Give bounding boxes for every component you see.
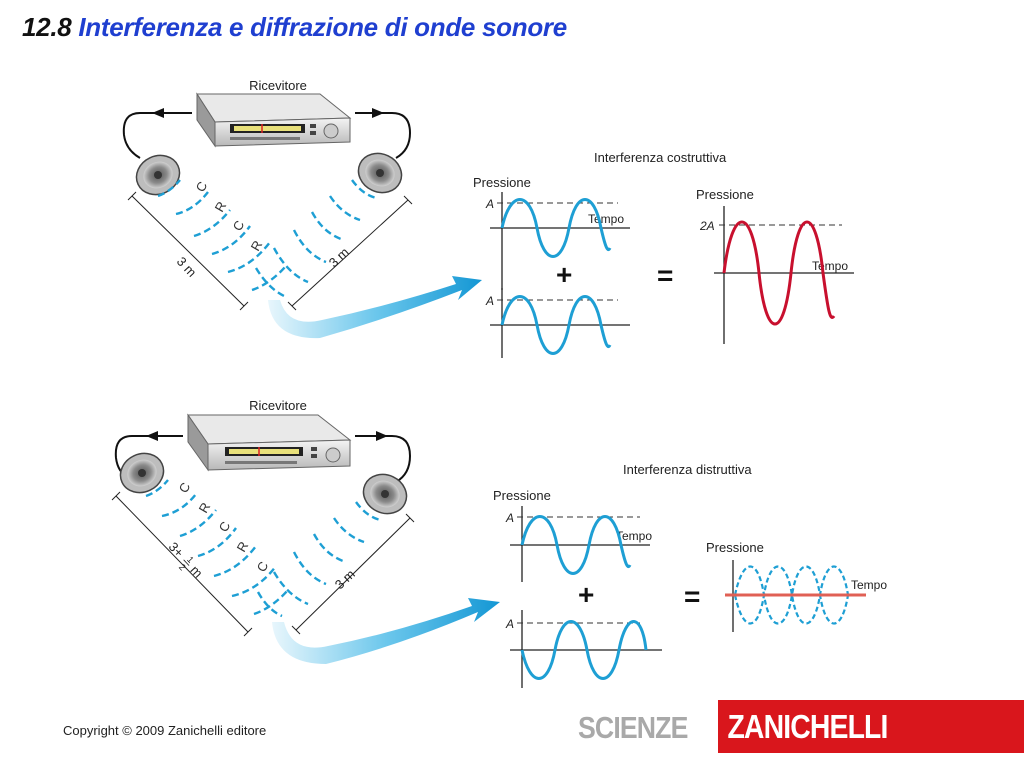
amp-label-1-top: A (485, 197, 494, 211)
arrow-right-bottom-icon (376, 431, 388, 441)
wave-graph-1-bottom: Pressione A Tempo (493, 488, 652, 582)
letter-c-1-bottom: C (176, 480, 194, 496)
letter-r-1-bottom: R (196, 500, 214, 516)
receiver-label-bottom: Ricevitore (249, 398, 307, 413)
distance-right-top: 3 m (326, 244, 352, 270)
speaker-left-bottom-icon (119, 452, 165, 494)
constructive-scenario: Ricevitore (122, 78, 854, 358)
amp-label-2-bottom: A (505, 617, 514, 631)
arrow-left-top-icon (152, 108, 164, 118)
distance-left-bottom-int: 3+ (166, 539, 187, 560)
pressure-label-result-bottom: Pressione (706, 540, 764, 555)
cable-right-top (355, 112, 412, 159)
result-graph-top: Pressione 2A Tempo (696, 187, 854, 344)
pressure-label-1-top: Pressione (473, 175, 531, 190)
amp-label-1-bottom: A (505, 511, 514, 525)
brand-zanichelli-text: ZANICHELLI (727, 708, 888, 745)
dimension-right-top (287, 195, 413, 311)
distance-left-bottom-den: 2 (177, 562, 188, 572)
amp-label-2-top: A (485, 294, 494, 308)
equals-sign-bottom: = (684, 581, 700, 612)
letter-r-2-bottom: R (234, 539, 252, 555)
distance-left-bottom: 3+ 1 2 m (166, 539, 206, 581)
arrow-left-bottom-icon (146, 431, 158, 441)
copyright-text: Copyright © 2009 Zanichelli editore (63, 723, 267, 738)
wavefronts-right-bottom (256, 501, 381, 618)
speaker-right-top-icon (357, 152, 403, 194)
section-number: 12.8 (22, 12, 72, 42)
time-label-1-top: Tempo (588, 212, 624, 226)
result-graph-bottom: Pressione Tempo (706, 540, 887, 632)
cable-right-bottom (355, 435, 412, 483)
wavefronts-left-top (157, 179, 287, 292)
letter-r-2-top: R (248, 238, 266, 254)
time-label-1-bottom: Tempo (616, 529, 652, 543)
distance-right-bottom: 3 m (332, 566, 358, 592)
amp-label-result-top: 2A (699, 219, 715, 233)
receiver-bottom (187, 413, 352, 472)
transfer-arrow-top-icon (268, 276, 482, 339)
plus-sign-top: + (556, 259, 572, 290)
pressure-label-result-top: Pressione (696, 187, 754, 202)
wave-graph-1-top: Pressione A Tempo (473, 175, 630, 290)
distance-left-bottom-num: 1 (185, 554, 196, 564)
distance-left-top: 3 m (174, 254, 200, 280)
time-label-result-top: Tempo (812, 259, 848, 273)
letter-r-1-top: R (212, 199, 230, 215)
dimension-left-top (127, 191, 249, 311)
wavefronts-right-top (254, 179, 377, 298)
letter-c-2-bottom: C (216, 519, 234, 535)
transfer-arrow-bottom-icon (272, 598, 500, 664)
plus-sign-bottom: + (578, 579, 594, 610)
wave-graph-2-bottom: A (505, 610, 662, 688)
receiver-top (196, 92, 352, 148)
speaker-left-top-icon (135, 154, 181, 196)
pressure-label-1-bottom: Pressione (493, 488, 551, 503)
destructive-scenario: Ricevitore (111, 398, 887, 688)
letter-c-2-top: C (230, 218, 248, 234)
caption-constructive: Interferenza costruttiva (594, 150, 727, 165)
time-label-result-bottom: Tempo (851, 578, 887, 592)
brand-zanichelli-logo: ZANICHELLI (718, 700, 1024, 753)
dimension-right-bottom (291, 513, 415, 635)
section-title: Interferenza e diffrazione di onde sonor… (78, 12, 567, 42)
letter-c-3-bottom: C (254, 559, 272, 575)
distance-left-bottom-unit: m (187, 562, 205, 580)
caption-destructive: Interferenza distruttiva (623, 462, 752, 477)
receiver-label-top: Ricevitore (249, 78, 307, 93)
speaker-right-bottom-icon (362, 473, 408, 515)
arrow-right-top-icon (372, 108, 384, 118)
wave-graph-2-top: A (485, 288, 630, 358)
dimension-left-bottom (111, 491, 253, 637)
slide-title: 12.8 Interferenza e diffrazione di onde … (22, 12, 567, 43)
brand-scienze-logo: SCIENZE (578, 710, 688, 745)
cable-left-top (122, 112, 192, 159)
equals-sign-top: = (657, 260, 673, 291)
wavefronts-left-bottom (145, 479, 289, 616)
